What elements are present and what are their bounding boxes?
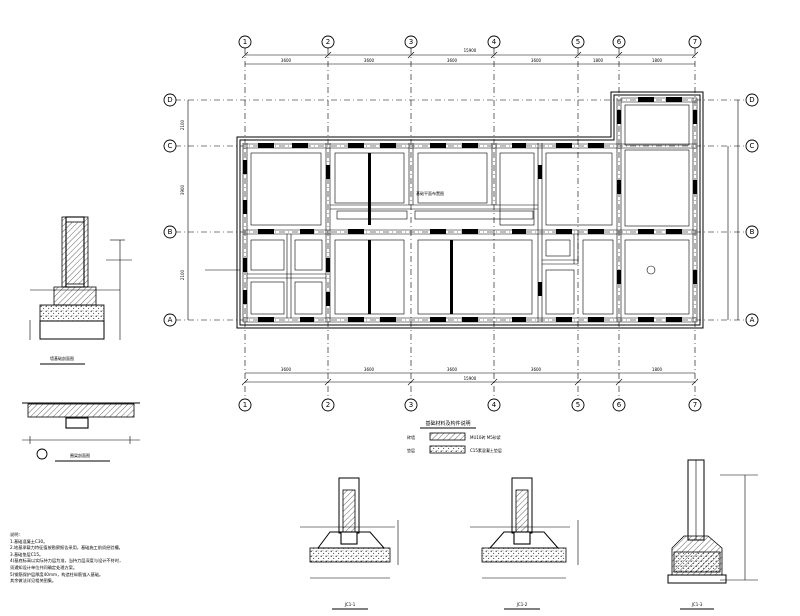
note-line: 3.基础垫层C15。 bbox=[10, 551, 44, 557]
axis-label-C-right: C bbox=[750, 142, 755, 150]
axis-bubbles-right bbox=[745, 93, 759, 327]
section-jc1-2: JC1-2 bbox=[470, 477, 579, 610]
seg-dim-b2: 3600 bbox=[364, 367, 375, 372]
axis-label-D-right: D bbox=[749, 96, 754, 104]
note-line: 其余做法详见相关图集。 bbox=[10, 578, 57, 584]
axis-label-A-right: A bbox=[750, 316, 755, 324]
foundation-plan bbox=[205, 91, 704, 329]
side-dim-1: 2100 bbox=[180, 119, 185, 130]
axis-label-2: 2 bbox=[326, 38, 330, 46]
seg-dim-6: 1800 bbox=[652, 58, 663, 63]
seg-dim-b4: 3600 bbox=[531, 367, 542, 372]
axis-label-D: D bbox=[167, 96, 172, 104]
axis-label-b2: 2 bbox=[326, 401, 330, 409]
seg-dim-4: 3600 bbox=[531, 58, 542, 63]
overall-dim-bottom: 15900 bbox=[464, 376, 477, 381]
note-line: 5)钢筋保护层厚度40mm，构造柱纵筋锚入基础。 bbox=[10, 571, 104, 577]
note-line: 2.地基承载力特征值按勘察报告采用，基础施工前须经验槽。 bbox=[10, 545, 123, 551]
axis-label-4: 4 bbox=[492, 38, 497, 46]
design-notes: 说明： 1.基础混凝土C30。 2.地基承载力特征值按勘察报告采用，基础施工前须… bbox=[10, 532, 140, 585]
plan-title: 基础平面布置图 bbox=[416, 190, 444, 196]
axis-label-b4: 4 bbox=[492, 401, 497, 409]
seg-dim-b1: 3600 bbox=[281, 367, 292, 372]
side-dim-3: 2100 bbox=[180, 269, 185, 280]
axis-label-b7: 7 bbox=[693, 401, 697, 409]
axis-label-b5: 5 bbox=[576, 401, 580, 409]
seg-dim-1: 3600 bbox=[281, 58, 292, 63]
axis-label-b1: 1 bbox=[243, 401, 247, 409]
axis-label-5: 5 bbox=[576, 38, 580, 46]
seg-dim-b5: 1800 bbox=[652, 367, 663, 372]
section-jc1-3-title: JC1-3 bbox=[691, 602, 703, 607]
seg-dim-3: 3600 bbox=[447, 58, 458, 63]
axis-bubbles-bottom bbox=[238, 398, 702, 412]
note-line: 4)基底标高以实际持力层为准，当持力层深度与设计不符时， bbox=[10, 558, 124, 564]
axis-label-C: C bbox=[168, 142, 173, 150]
grid-lines bbox=[175, 48, 752, 400]
axis-bubbles-top bbox=[238, 35, 702, 49]
legend-item2-desc: C15素混凝土垫层 bbox=[470, 447, 502, 453]
dimension-lines bbox=[187, 51, 739, 386]
axis-label-1: 1 bbox=[243, 38, 247, 46]
legend-item2: 垫层 bbox=[407, 447, 415, 453]
wall-section-title: 墙基础剖面图 bbox=[50, 355, 74, 361]
beam-section-title: 圈梁剖面图 bbox=[70, 452, 90, 458]
legend-item1: 砖墙 bbox=[407, 434, 415, 440]
section-jc1-2-title: JC1-2 bbox=[516, 602, 528, 607]
axis-label-b3: 3 bbox=[409, 401, 413, 409]
overall-dim-top: 15900 bbox=[464, 48, 477, 53]
legend-item1-desc: MU10砖 M5砂浆 bbox=[470, 434, 501, 440]
axis-label-B: B bbox=[168, 228, 173, 236]
note-line: 1.基础混凝土C30。 bbox=[10, 538, 48, 544]
axis-label-6: 6 bbox=[617, 38, 622, 46]
axis-label-3: 3 bbox=[409, 38, 413, 46]
beam-section-detail: 圈梁剖面图 bbox=[22, 402, 140, 462]
notes-heading: 说明： bbox=[10, 532, 23, 537]
side-dim-2: 3900 bbox=[180, 184, 185, 195]
note-line: 须通知设计单位共同确定处理方案。 bbox=[10, 564, 78, 570]
axis-label-A: A bbox=[168, 316, 173, 324]
legend-title: 基础材料及构件说明 bbox=[425, 420, 470, 427]
seg-dim-5: 1800 bbox=[593, 58, 604, 63]
section-jc1-1: JC1-1 bbox=[300, 477, 399, 610]
legend: 基础材料及构件说明 bbox=[420, 420, 476, 454]
axis-label-B-right: B bbox=[750, 228, 755, 236]
axis-bubbles-left bbox=[163, 93, 177, 327]
axis-label-b6: 6 bbox=[617, 401, 622, 409]
seg-dim-b3: 3600 bbox=[447, 367, 458, 372]
section-jc1-1-title: JC1-1 bbox=[344, 602, 356, 607]
wall-section-detail: 墙基础剖面图 bbox=[29, 216, 132, 365]
seg-dim-2: 3600 bbox=[364, 58, 375, 63]
section-jc1-3: JC1-3 bbox=[667, 459, 758, 610]
axis-label-7: 7 bbox=[693, 38, 697, 46]
